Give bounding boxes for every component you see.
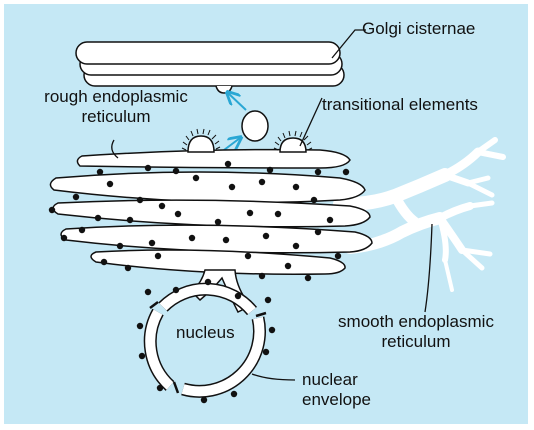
arrow-to-vesicle [224,138,240,150]
label-nuclear-envelope: nuclear envelope [302,370,371,410]
transitional-element-1 [188,136,214,152]
label-rough-er: rough endoplasmic reticulum [10,87,222,127]
nuclear-pore-2 [256,313,266,316]
label-golgi-cisternae: Golgi cisternae [362,19,475,39]
label-nuclear-envelope-line1: nuclear [302,370,371,390]
label-nucleus: nucleus [176,323,235,343]
label-rough-er-line1: rough endoplasmic [10,87,222,107]
golgi-cisterna-1 [76,42,340,64]
rough-er-cisterna-4 [61,225,372,253]
label-nuclear-envelope-line2: envelope [302,390,371,410]
label-smooth-er-line1: smooth endoplasmic [316,312,516,332]
label-smooth-er: smooth endoplasmic reticulum [316,312,516,352]
label-rough-er-line2: reticulum [10,107,222,127]
leader-transitional [300,98,322,146]
nuclear-pore-1 [150,302,158,308]
arrow-to-golgi [228,93,246,110]
leader-smooth-er [425,224,432,312]
nuclear-pore-3 [174,382,178,393]
transport-vesicle [242,111,268,141]
rough-er-cisterna-3 [53,200,370,227]
label-transitional-elements: transitional elements [322,95,478,115]
leader-nuclear-envelope [252,374,295,380]
label-smooth-er-line2: reticulum [316,332,516,352]
rough-er-cisterna-2 [50,172,365,202]
golgi-cisternae [76,42,344,93]
